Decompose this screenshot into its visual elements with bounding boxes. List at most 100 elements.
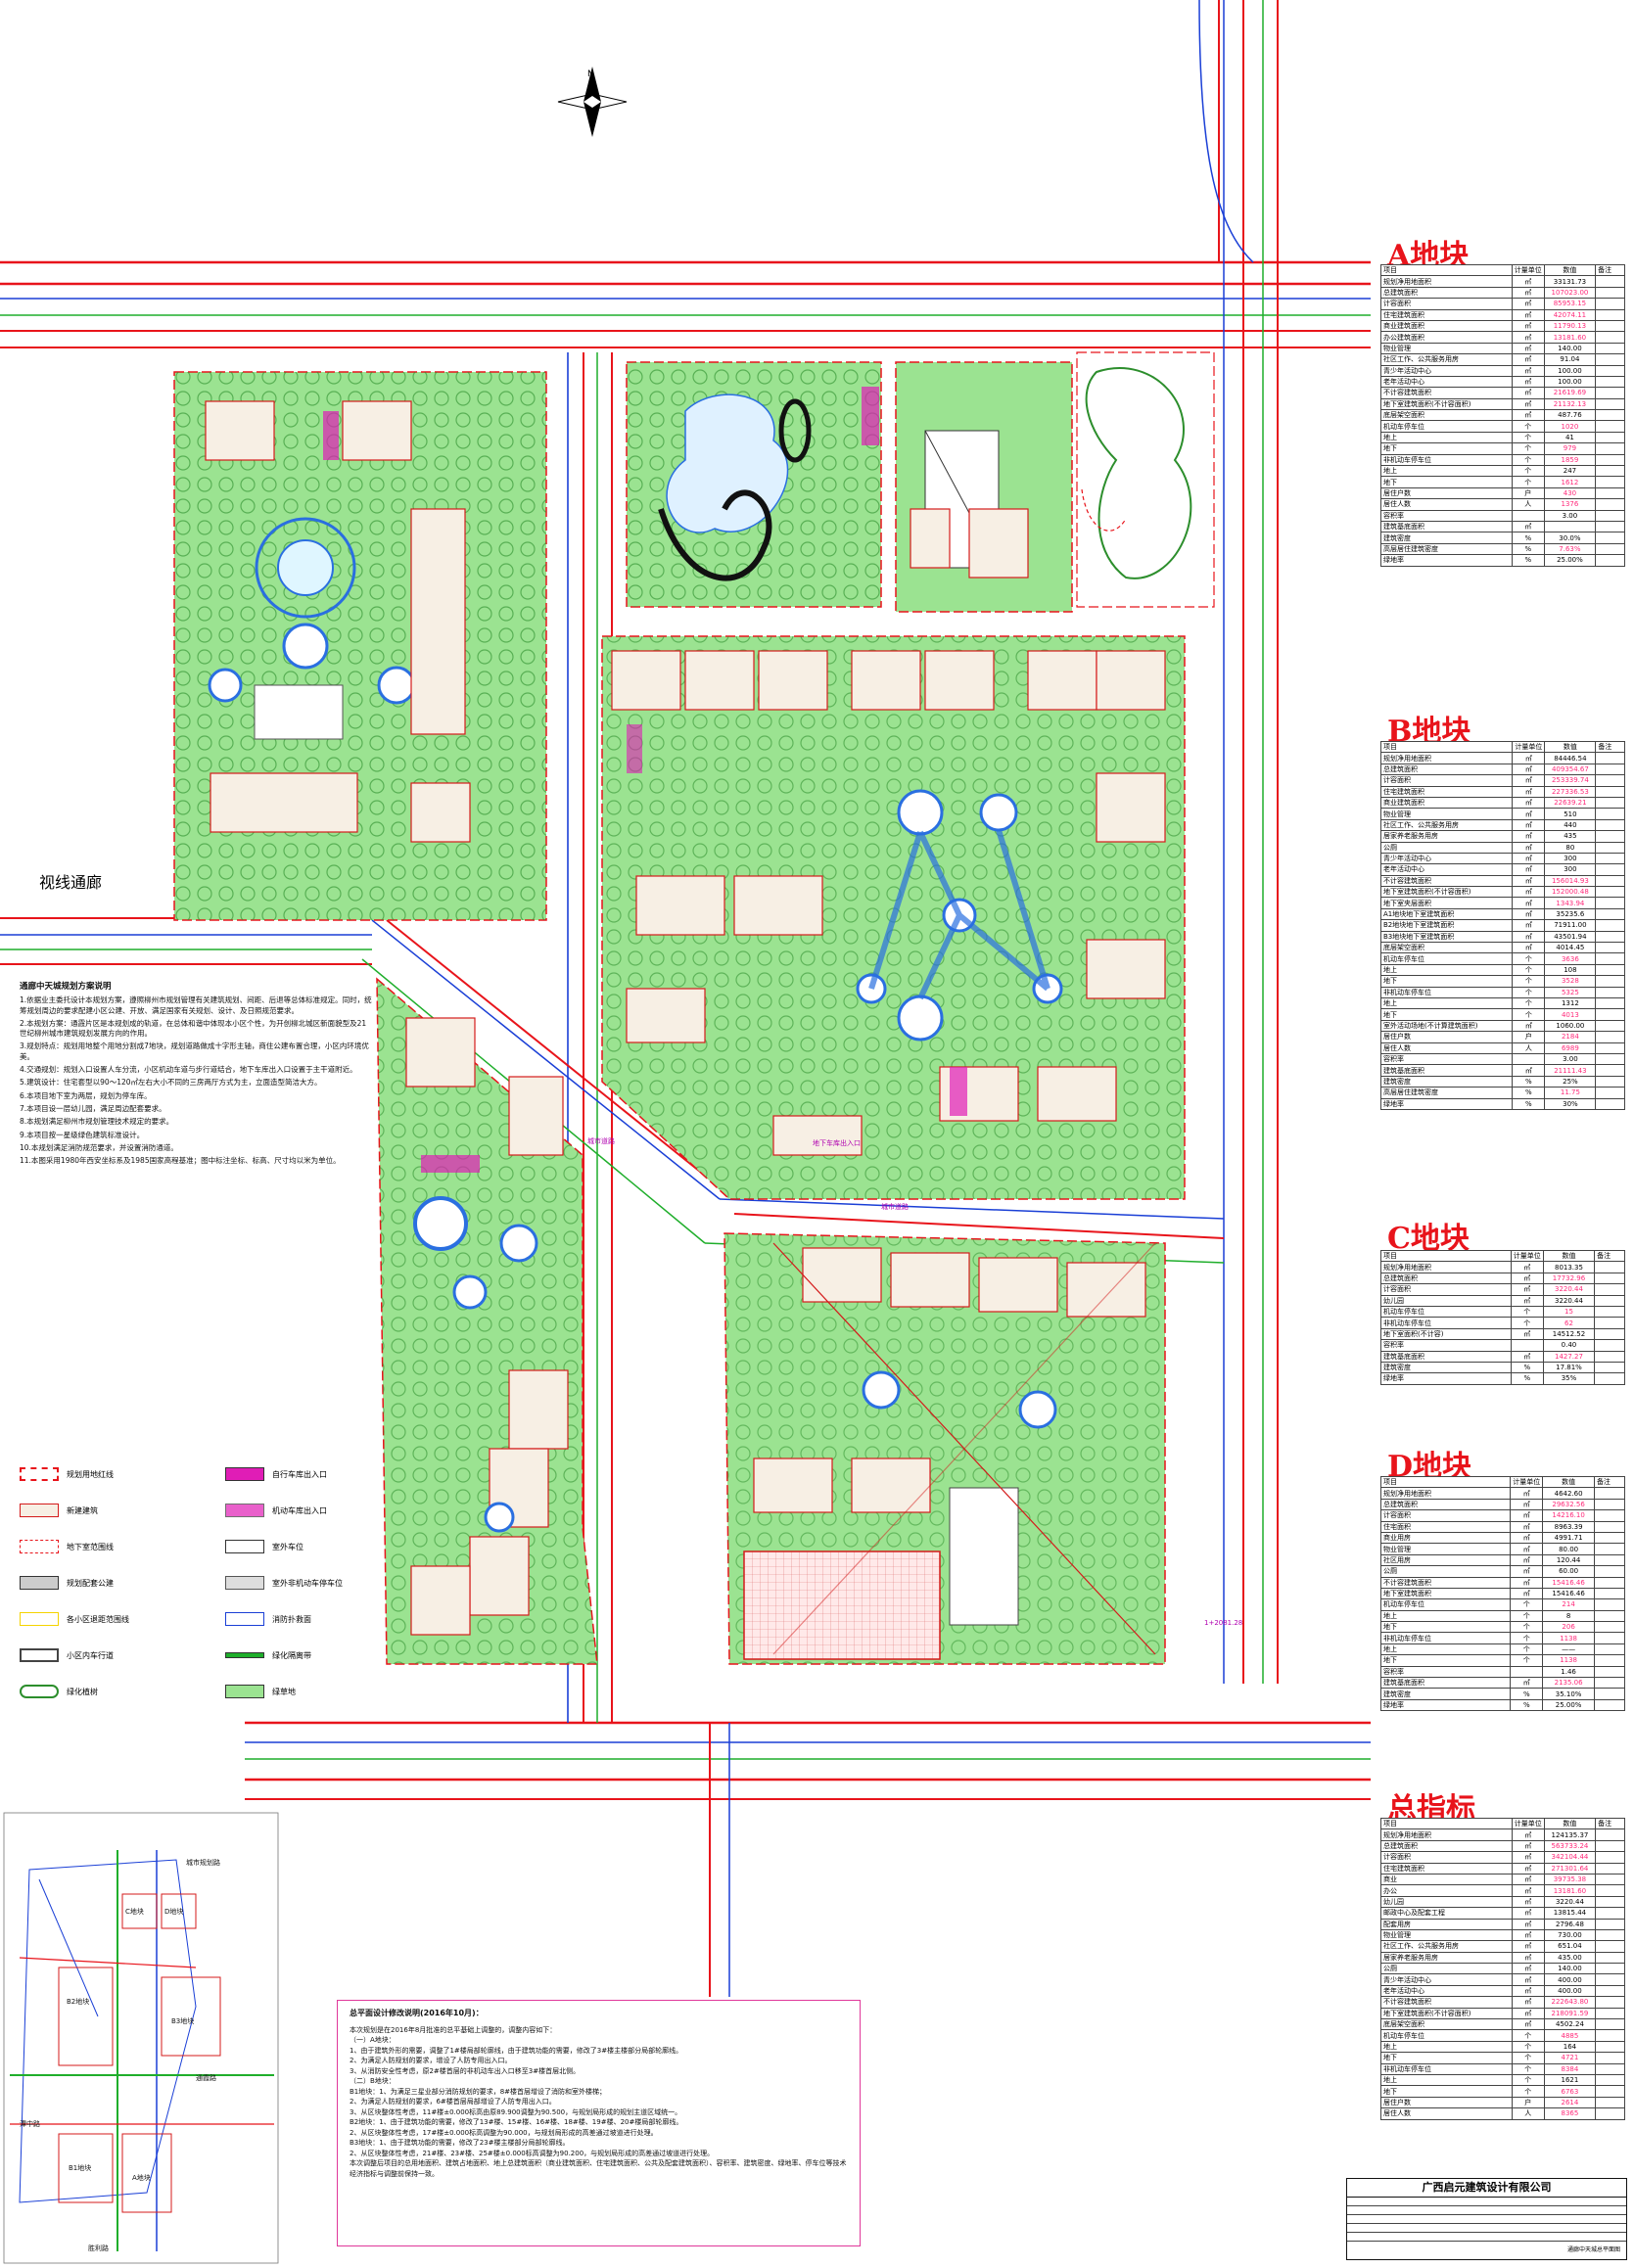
- setback-swatch: [20, 1612, 59, 1626]
- table-cell: [1595, 863, 1625, 876]
- table-cell: 5325: [1544, 986, 1597, 999]
- table-cell: 2135.06: [1542, 1677, 1595, 1689]
- table-cell: ㎡: [1510, 1509, 1544, 1522]
- table-header-cell: 项目: [1380, 263, 1513, 277]
- table-cell: ㎡: [1511, 1940, 1545, 1953]
- table-cell: 100.00: [1543, 364, 1597, 377]
- table-cell: ㎡: [1511, 1984, 1545, 1998]
- table-cell: ㎡: [1510, 1553, 1544, 1567]
- table-cell: [1595, 509, 1625, 523]
- table-cell: 218091.59: [1543, 2007, 1597, 2020]
- table-cell: 1.46: [1542, 1665, 1595, 1679]
- table-cell: [1595, 409, 1625, 422]
- table-cell: 1020: [1543, 420, 1597, 433]
- table-cell: [1510, 1339, 1544, 1352]
- table-cell: [1593, 1665, 1626, 1679]
- table-cell: [1595, 874, 1625, 888]
- table-cell: [1593, 1531, 1626, 1545]
- table-cell: 室外活动场地(不计算建筑面积): [1379, 1019, 1514, 1033]
- table-cell: 个: [1510, 1305, 1544, 1319]
- table-cell: 规划净用地面积: [1379, 752, 1514, 764]
- table-cell: ㎡: [1511, 364, 1545, 377]
- table-header-row: 项目计量单位数值备注: [1380, 263, 1625, 277]
- table-cell: 2614: [1543, 2096, 1597, 2109]
- table-cell: 建筑基底面积: [1379, 1677, 1512, 1689]
- table-cell: 91.04: [1543, 353, 1597, 366]
- grass-swatch: [225, 1685, 264, 1698]
- minimap-label: 城市规划路: [186, 1859, 220, 1867]
- table-cell: [1595, 1851, 1625, 1864]
- table-header-cell: 计量单位: [1510, 1249, 1544, 1263]
- legend-label: 小区内车行道: [67, 1650, 114, 1660]
- legend-label: 规划配套公建: [67, 1578, 114, 1588]
- table-cell: 2184: [1544, 1031, 1597, 1043]
- table-header-cell: 备注: [1595, 263, 1625, 277]
- table-cell: 青少年活动中心: [1379, 852, 1514, 865]
- table-cell: 个: [1511, 2085, 1545, 2098]
- table-cell: [1595, 498, 1625, 511]
- title-block: 广西启元建筑设计有限公司 通廊中天城总平面图: [1346, 2178, 1627, 2260]
- block-a2-site: [626, 361, 882, 608]
- note-paragraph: 4.交通规划：规划入口设置人车分流，小区机动车道与步行道结合，地下车库出入口设置…: [20, 1065, 357, 1075]
- table-header-cell: 备注: [1595, 740, 1625, 754]
- table-cell: [1593, 1677, 1626, 1689]
- table-cell: ㎡: [1511, 1884, 1545, 1897]
- table-cell: [1595, 1008, 1625, 1021]
- table-cell: [1595, 331, 1625, 344]
- table-row: 绿地率%30%: [1379, 1097, 1625, 1110]
- table-cell: 3220.44: [1542, 1294, 1596, 1307]
- table-cell: 108: [1544, 963, 1597, 977]
- table-cell: [1595, 1928, 1625, 1942]
- table-cell: ㎡: [1510, 1272, 1544, 1285]
- green-belt-swatch: [225, 1652, 264, 1658]
- table-cell: ㎡: [1511, 308, 1545, 321]
- table-cell: 不计容建筑面积: [1379, 874, 1514, 888]
- table-cell: ㎡: [1510, 1543, 1544, 1555]
- table-cell: 建筑基底面积: [1380, 520, 1513, 533]
- table-cell: ㎡: [1511, 2018, 1545, 2031]
- table-cell: [1595, 2073, 1625, 2087]
- table-cell: 地下: [1380, 2052, 1513, 2064]
- table-row: 绿地率%25.00%: [1380, 554, 1625, 567]
- table-cell: 地上: [1380, 2040, 1513, 2054]
- design-notes-body: 1.依据业主委托设计本规划方案，遵照柳州市规划管理有关建筑规划、间距、后退等总体…: [20, 995, 372, 1166]
- legend-label: 室外非机动车停车位: [272, 1578, 343, 1588]
- table-cell: 总建筑面积: [1379, 1498, 1512, 1511]
- table-cell: [1595, 2107, 1625, 2120]
- table-cell: 30%: [1544, 1097, 1597, 1110]
- table-cell: 510: [1544, 808, 1597, 820]
- table-cell: ㎡: [1510, 1565, 1544, 1578]
- revision-line: 3、从区块整体性考虑，11#楼±0.000标高由原89.900调整为90.500…: [350, 2107, 682, 2116]
- legend-item: 室外车位: [225, 1538, 303, 1555]
- table-cell: %: [1511, 542, 1545, 556]
- table-cell: ㎡: [1512, 752, 1546, 764]
- table-cell: [1595, 2062, 1625, 2076]
- note-paragraph: 6.本项目地下室为两层，规划为停车库。: [20, 1090, 152, 1100]
- table-cell: 个: [1511, 420, 1545, 433]
- table-cell: 户: [1512, 1031, 1546, 1043]
- legend-label: 自行车库出入口: [272, 1469, 327, 1479]
- table-row: 高层居住建筑密度%7.63%: [1380, 542, 1625, 556]
- table-cell: A1地块地下室建筑面积: [1379, 907, 1514, 921]
- block-a1-site: [173, 371, 547, 921]
- table-cell: ㎡: [1511, 286, 1545, 300]
